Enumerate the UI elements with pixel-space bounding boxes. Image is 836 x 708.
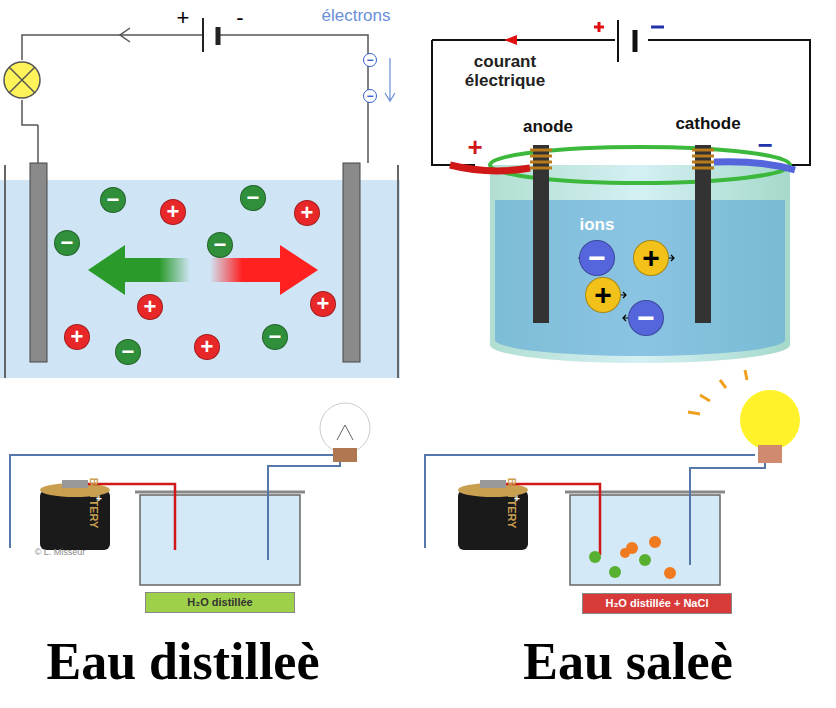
label-text: anode [523,118,573,137]
ion-circle: − [240,185,266,211]
node-text: H₂O distillée + NaCl [605,598,708,609]
node-text: + [317,293,330,315]
label-text: ions [580,216,615,235]
label-text: cathode [675,115,740,134]
node-text: H₂O distillée [187,597,252,608]
ion-circle: + [294,200,320,226]
ion-circle: − [207,232,233,258]
node-text: + [144,296,157,318]
label-text: © L. Misseur [35,548,86,558]
ion-circle: − [628,300,664,336]
label-text: + [467,133,482,162]
ion-circle: + [194,334,220,360]
node-text: − [247,187,260,209]
ion-circle: − [363,53,377,67]
ion-circle: − [54,230,80,256]
ion-circle: + [633,240,669,276]
label-bar: H₂O distillée + NaCl [582,593,732,614]
ion-circle: + [137,294,163,320]
ion-circle: − [115,339,141,365]
ion-circle: − [262,324,288,350]
label-text: courant électrique [445,53,565,90]
node-text: − [214,234,227,256]
node-text: − [588,243,606,273]
node-text: − [107,189,120,211]
ion-circle: + [585,277,621,313]
ion-circle: + [64,324,90,350]
ion-circle: + [160,199,186,225]
label-text: Eau distilleè [46,633,319,690]
node-text: − [269,326,282,348]
node-text: + [201,336,214,358]
ion-circle: − [363,89,377,103]
node-text: − [122,341,135,363]
label-text: − [757,131,772,160]
node-text: − [366,90,373,102]
node-text: − [637,303,655,333]
node-text: − [61,232,74,254]
ion-circle: + [310,291,336,317]
label-text: Eau saleè [523,633,732,690]
node-text: − [366,54,373,66]
label-text: + [96,493,102,504]
ion-circle: − [100,187,126,213]
label-text: électrons [322,7,391,26]
label-text: - [236,6,243,30]
node-text: + [301,202,314,224]
node-text: + [71,326,84,348]
ion-circle: − [579,240,615,276]
node-text: + [167,201,180,223]
node-text: + [594,280,612,310]
node-text: + [642,243,660,273]
label-bar: H₂O distillée [145,592,295,613]
label-text: + [514,493,520,504]
label-text: + [177,6,190,30]
